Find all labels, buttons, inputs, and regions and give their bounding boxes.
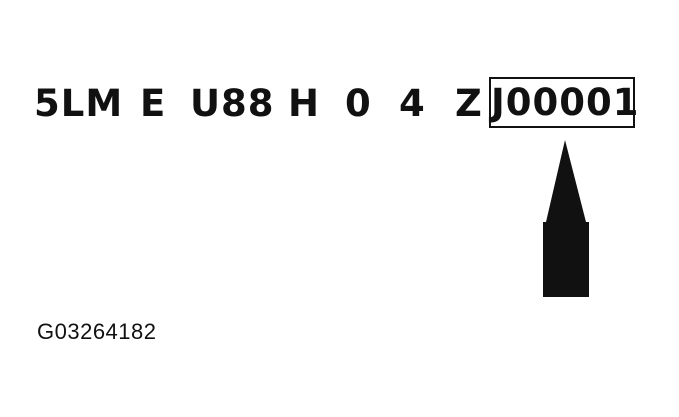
vin-code: 5LM E U88 H 0 4 Z J00001 bbox=[0, 0, 679, 140]
vin-segment-plant: Z bbox=[455, 82, 483, 125]
arrow-shaft bbox=[543, 222, 589, 297]
vin-segment-model-year: 4 bbox=[399, 82, 426, 125]
vin-serial-number-box: J00001 bbox=[489, 77, 639, 128]
vin-segment-wmi: 5LM bbox=[34, 82, 124, 125]
vin-segment-engine: H bbox=[288, 82, 320, 125]
vin-segment-model: U88 bbox=[190, 82, 275, 125]
vin-segment-restraint: E bbox=[140, 82, 167, 125]
arrow-head bbox=[546, 140, 586, 222]
figure-id-label: G03264182 bbox=[37, 319, 157, 344]
vin-segment-check-digit: 0 bbox=[345, 82, 372, 125]
